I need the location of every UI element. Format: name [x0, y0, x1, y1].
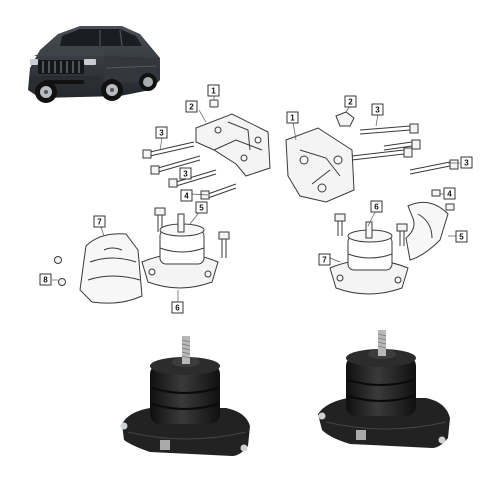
- svg-text:3: 3: [183, 170, 188, 179]
- svg-text:5: 5: [199, 204, 204, 213]
- svg-text:3: 3: [159, 129, 164, 138]
- svg-text:7: 7: [97, 218, 102, 227]
- svg-text:6: 6: [175, 304, 180, 313]
- engine-mount-part: [329, 221, 409, 295]
- callout-left-7: 7: [93, 215, 106, 228]
- callout-right-3a: 3: [371, 103, 384, 116]
- heat-shield-part: [405, 201, 449, 261]
- callout-right-4: 4: [443, 187, 456, 200]
- callout-left-1: 1: [207, 84, 220, 97]
- callout-right-2: 2: [344, 95, 357, 108]
- svg-text:3: 3: [464, 159, 469, 168]
- engine-mount-photo-right: [318, 330, 450, 448]
- vehicle-photo: [28, 26, 160, 103]
- svg-text:4: 4: [184, 192, 189, 201]
- svg-text:4: 4: [447, 190, 452, 199]
- svg-text:5: 5: [459, 233, 464, 242]
- wheel-icon: [101, 79, 123, 101]
- callout-right-1: 1: [286, 111, 299, 124]
- wheel-icon: [139, 73, 157, 91]
- callout-left-3b: 3: [179, 167, 192, 180]
- callout-left-8: 8: [39, 273, 52, 286]
- callout-right-7: 7: [318, 253, 331, 266]
- wheel-icon: [35, 81, 57, 103]
- exploded-diagram-right: [285, 111, 459, 295]
- svg-text:1: 1: [211, 87, 216, 96]
- callout-right-6: 6: [370, 200, 383, 213]
- callout-labels: 1 2 3 3 4 5 6 7: [39, 84, 473, 314]
- callout-right-3b: 3: [460, 156, 473, 169]
- svg-text:2: 2: [189, 103, 194, 112]
- callout-left-4: 4: [180, 189, 193, 202]
- callout-right-5: 5: [455, 230, 468, 243]
- callout-left-6: 6: [171, 301, 184, 314]
- exploded-diagram-left: [54, 99, 271, 304]
- callout-left-3a: 3: [155, 126, 168, 139]
- engine-mount-photo-left: [120, 336, 250, 456]
- callout-left-5: 5: [195, 201, 208, 214]
- svg-text:3: 3: [375, 106, 380, 115]
- svg-text:6: 6: [374, 203, 379, 212]
- bracket-part: [195, 113, 271, 177]
- bracket-part: [285, 127, 355, 203]
- svg-text:2: 2: [348, 98, 353, 107]
- svg-text:7: 7: [322, 256, 327, 265]
- bolt-part: [351, 123, 459, 175]
- callout-left-2: 2: [185, 100, 198, 113]
- svg-text:8: 8: [43, 276, 48, 285]
- svg-text:1: 1: [290, 114, 295, 123]
- engine-mount-part: [141, 213, 219, 289]
- heat-shield-part: [79, 233, 143, 304]
